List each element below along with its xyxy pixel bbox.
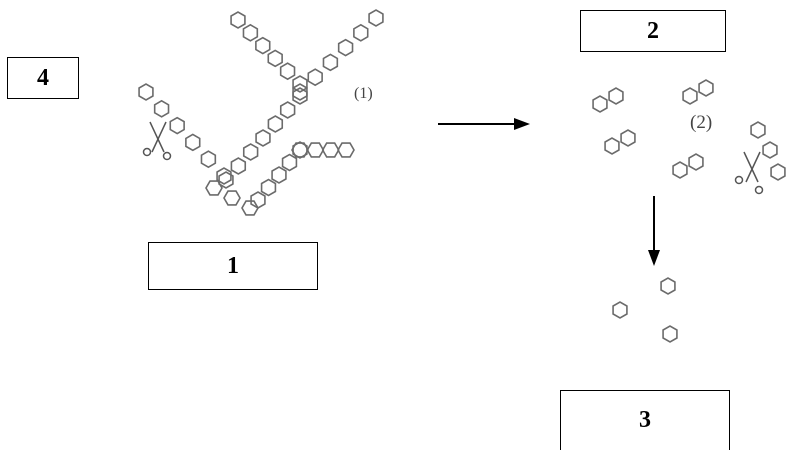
glucose-ring xyxy=(306,142,325,158)
glucose-ring xyxy=(588,93,612,115)
glucose-ring xyxy=(678,85,702,107)
glucose-ring xyxy=(197,148,220,170)
arrow-right xyxy=(438,118,530,130)
glucose-ring xyxy=(205,180,223,196)
scissors-icon xyxy=(142,121,172,161)
glucose-ring xyxy=(241,200,259,216)
glucose-ring xyxy=(166,114,189,137)
glucose-ring xyxy=(600,135,624,157)
glucose-ring xyxy=(684,151,708,173)
glucose-ring xyxy=(604,85,628,107)
glucose-ring xyxy=(181,131,204,154)
glucose-ring xyxy=(337,142,355,158)
monosaccharide-units xyxy=(608,275,682,345)
cleavage-site-label-2: (2) xyxy=(690,112,713,133)
glucose-ring xyxy=(758,139,782,161)
glucose-ring xyxy=(264,113,287,135)
glucose-ring xyxy=(668,159,692,181)
glucose-ring xyxy=(251,127,275,149)
glucose-ring xyxy=(608,299,632,321)
glucose-ring xyxy=(656,275,680,297)
disaccharide-units xyxy=(588,77,788,183)
glucose-ring xyxy=(694,77,718,99)
glucose-ring xyxy=(766,161,788,183)
glucose-ring xyxy=(616,127,640,149)
glucose-ring xyxy=(321,142,340,158)
scissors-icon xyxy=(734,151,764,195)
glucose-ring xyxy=(304,66,327,88)
glucose-ring xyxy=(276,99,299,121)
answer-box-2: 2 xyxy=(580,10,726,52)
glucose-ring xyxy=(319,51,342,74)
glucose-ring xyxy=(134,81,158,103)
glucose-ring xyxy=(334,36,357,59)
branch-site-label-1: (1) xyxy=(354,85,373,102)
glucose-ring xyxy=(746,119,770,141)
glucose-ring xyxy=(349,22,372,44)
glucose-ring xyxy=(658,323,682,345)
arrow-down xyxy=(648,196,660,266)
glucose-ring xyxy=(150,98,173,120)
answer-box-1: 1 xyxy=(148,242,318,290)
glucose-ring xyxy=(239,141,262,163)
answer-box-4: 4 xyxy=(7,57,79,99)
glucose-ring xyxy=(223,190,241,206)
glucose-ring xyxy=(364,7,388,29)
glucose-ring xyxy=(291,142,309,158)
answer-box-3: 3 xyxy=(560,390,730,450)
branched-glucose-chain xyxy=(134,7,388,216)
glucose-ring xyxy=(214,169,238,191)
